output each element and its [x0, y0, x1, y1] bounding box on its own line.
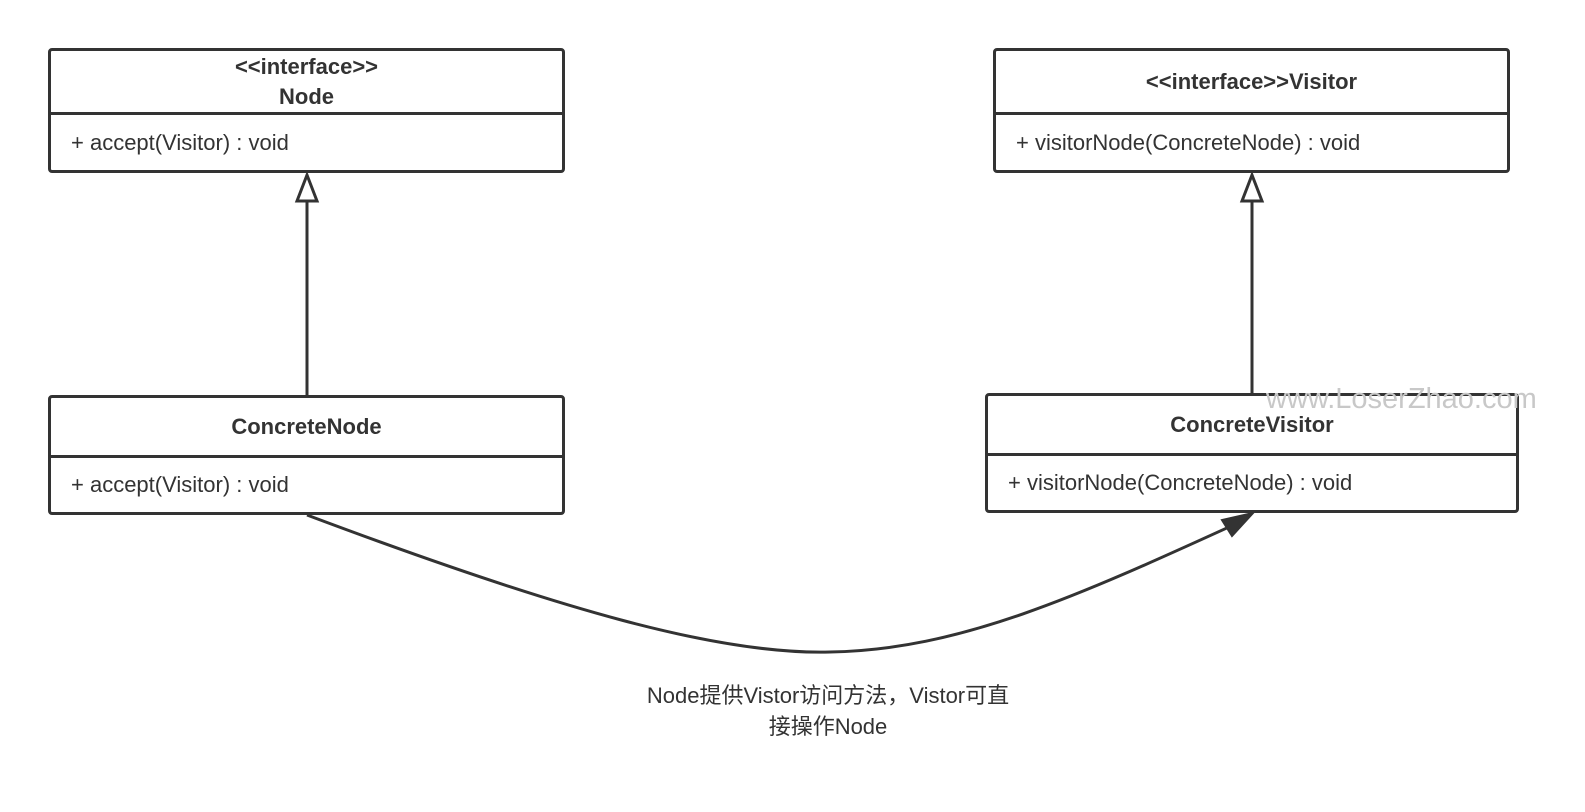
concrete-visitor-header: ConcreteVisitor	[988, 396, 1516, 456]
association-label-line2: 接操作Node	[768, 714, 888, 739]
node-interface-header: <<interface>> Node	[51, 51, 562, 115]
concrete-node-header: ConcreteNode	[51, 398, 562, 458]
node-interface-method: + accept(Visitor) : void	[71, 129, 289, 155]
association-label: Node提供Vistor访问方法，Vistor可直 接操作Node	[578, 680, 1078, 742]
association-label-line1: Node提供Vistor访问方法，Vistor可直	[646, 683, 1010, 708]
association-curve	[306, 513, 1241, 654]
concrete-visitor-method: + visitorNode(ConcreteNode) : void	[1008, 470, 1353, 495]
concrete-node-method: + accept(Visitor) : void	[71, 472, 289, 497]
node-realization-arrowhead	[294, 170, 320, 203]
association-arrowhead	[1220, 511, 1256, 538]
node-interface-box: <<interface>> Node + accept(Visitor) : v…	[48, 48, 565, 173]
visitor-interface-box: <<interface>>Visitor + visitorNode(Concr…	[993, 48, 1510, 173]
concrete-visitor-name: ConcreteVisitor	[1170, 411, 1334, 437]
visitor-interface-title: <<interface>>Visitor	[1145, 68, 1358, 94]
visitor-interface-header: <<interface>>Visitor	[996, 51, 1507, 115]
visitor-realization-arrowhead	[1239, 170, 1265, 203]
concrete-visitor-box: ConcreteVisitor + visitorNode(ConcreteNo…	[985, 393, 1519, 513]
concrete-node-name: ConcreteNode	[231, 413, 382, 439]
concrete-node-box: ConcreteNode + accept(Visitor) : void	[48, 395, 565, 515]
node-interface-stereotype: <<interface>>	[234, 53, 379, 79]
watermark: www.LoserZhao.com	[1266, 383, 1537, 415]
node-interface-name: Node	[279, 83, 334, 109]
visitor-interface-method: + visitorNode(ConcreteNode) : void	[1016, 129, 1361, 155]
